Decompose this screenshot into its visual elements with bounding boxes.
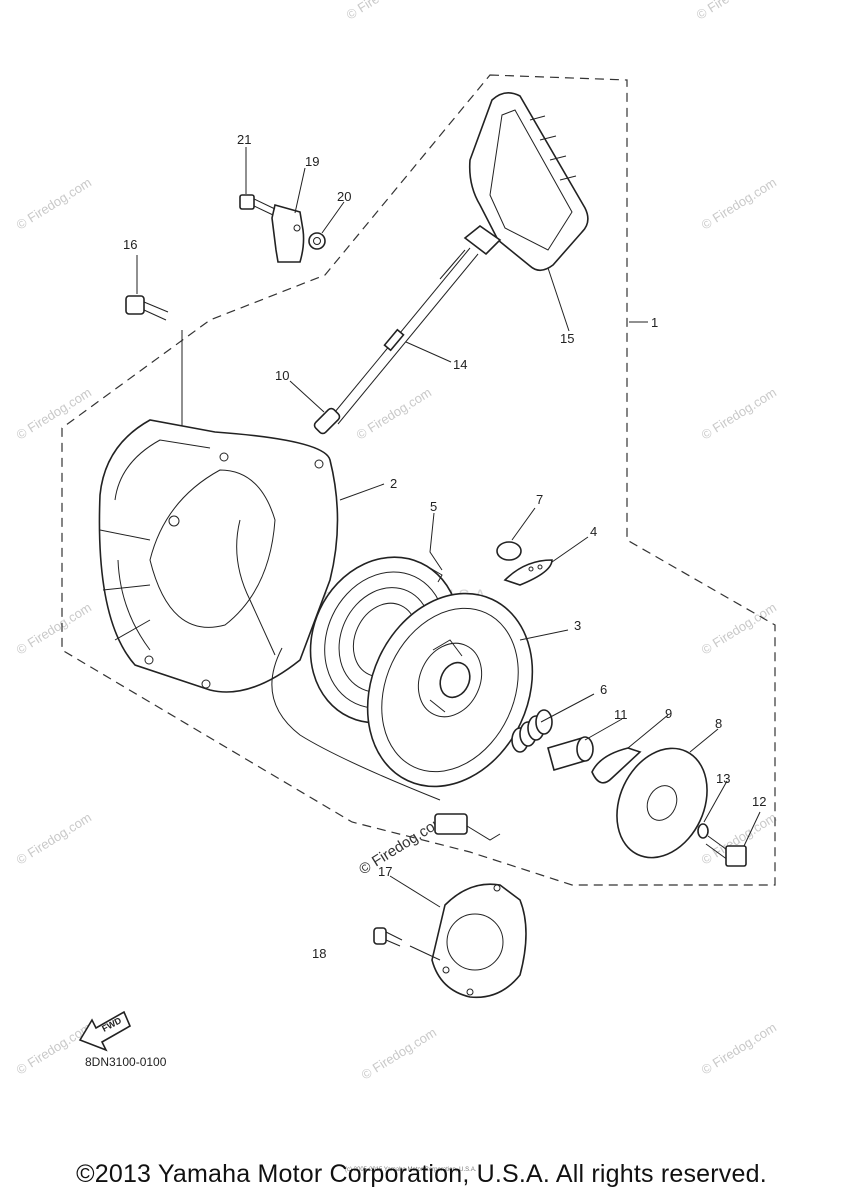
cover (431, 883, 527, 999)
callout-16: 16 (123, 237, 137, 252)
callout-11: 11 (614, 707, 628, 722)
fwd-arrow: FWD (78, 1010, 132, 1052)
watermark: © Firedog.com (14, 175, 94, 233)
callout-1: 1 (651, 315, 658, 330)
callout-18: 18 (312, 946, 326, 961)
watermark: © Firedog.com (14, 810, 94, 868)
starter-handle (463, 92, 589, 272)
rope-bushing (313, 407, 341, 435)
callout-8: 8 (715, 716, 722, 731)
collar (547, 736, 594, 771)
callout-10: 10 (275, 368, 289, 383)
nut (308, 232, 326, 250)
callout-3: 3 (574, 618, 581, 633)
callout-4: 4 (590, 524, 597, 539)
watermark: © Firedog.com (354, 385, 434, 443)
watermark: © Firedog.com (699, 175, 779, 233)
drive-plate (591, 747, 642, 784)
drive-pawl (503, 559, 553, 586)
watermark: © Firedog.com (694, 0, 774, 23)
clip (496, 541, 522, 561)
watermark: © Firedog.com (699, 1020, 779, 1078)
callout-17: 17 (378, 864, 392, 879)
watermark: © Firedog.com (14, 600, 94, 658)
fine-print: (c) 2005-2015 Yamaha Motor Corporation, … (345, 1167, 477, 1173)
callout-21: 21 (237, 132, 251, 147)
callout-15: 15 (560, 331, 574, 346)
callout-9: 9 (665, 706, 672, 721)
callouts: 1 2 3 4 5 6 7 8 9 10 11 12 13 14 15 16 1… (123, 132, 766, 961)
callout-5: 5 (430, 499, 437, 514)
copyright-footer: ©2013 Yamaha Motor Corporation, U.S.A. A… (76, 1160, 767, 1188)
flange-bolt-16 (125, 295, 213, 443)
friction-plate (616, 747, 708, 859)
callout-7: 7 (536, 492, 543, 507)
rope-loop (271, 647, 441, 801)
watermark: © Firedog.com (344, 0, 424, 23)
watermark: © Firedog.com (359, 1025, 439, 1083)
flange-bolt (239, 194, 276, 216)
part-code: 8DN3100-0100 (85, 1055, 167, 1069)
callout-12: 12 (752, 794, 766, 809)
assembly-boundary (61, 74, 776, 886)
callout-19: 19 (305, 154, 319, 169)
washer (697, 823, 709, 839)
starter-rope (329, 247, 479, 425)
callout-13: 13 (716, 771, 730, 786)
callout-2: 2 (390, 476, 397, 491)
bracket (271, 204, 305, 263)
watermark: © Firedog.com (14, 1020, 94, 1078)
sheave-drum (366, 592, 534, 841)
callout-14: 14 (453, 357, 467, 372)
callout-20: 20 (337, 189, 351, 204)
watermark: © Firedog.com (699, 600, 779, 658)
screw (373, 927, 441, 961)
leader-lines (136, 147, 761, 908)
callout-6: 6 (600, 682, 607, 697)
watermark: © Firedog.com (699, 385, 779, 443)
bolt-12 (705, 835, 747, 867)
starter-case (98, 419, 339, 693)
coil-spring (511, 709, 553, 753)
